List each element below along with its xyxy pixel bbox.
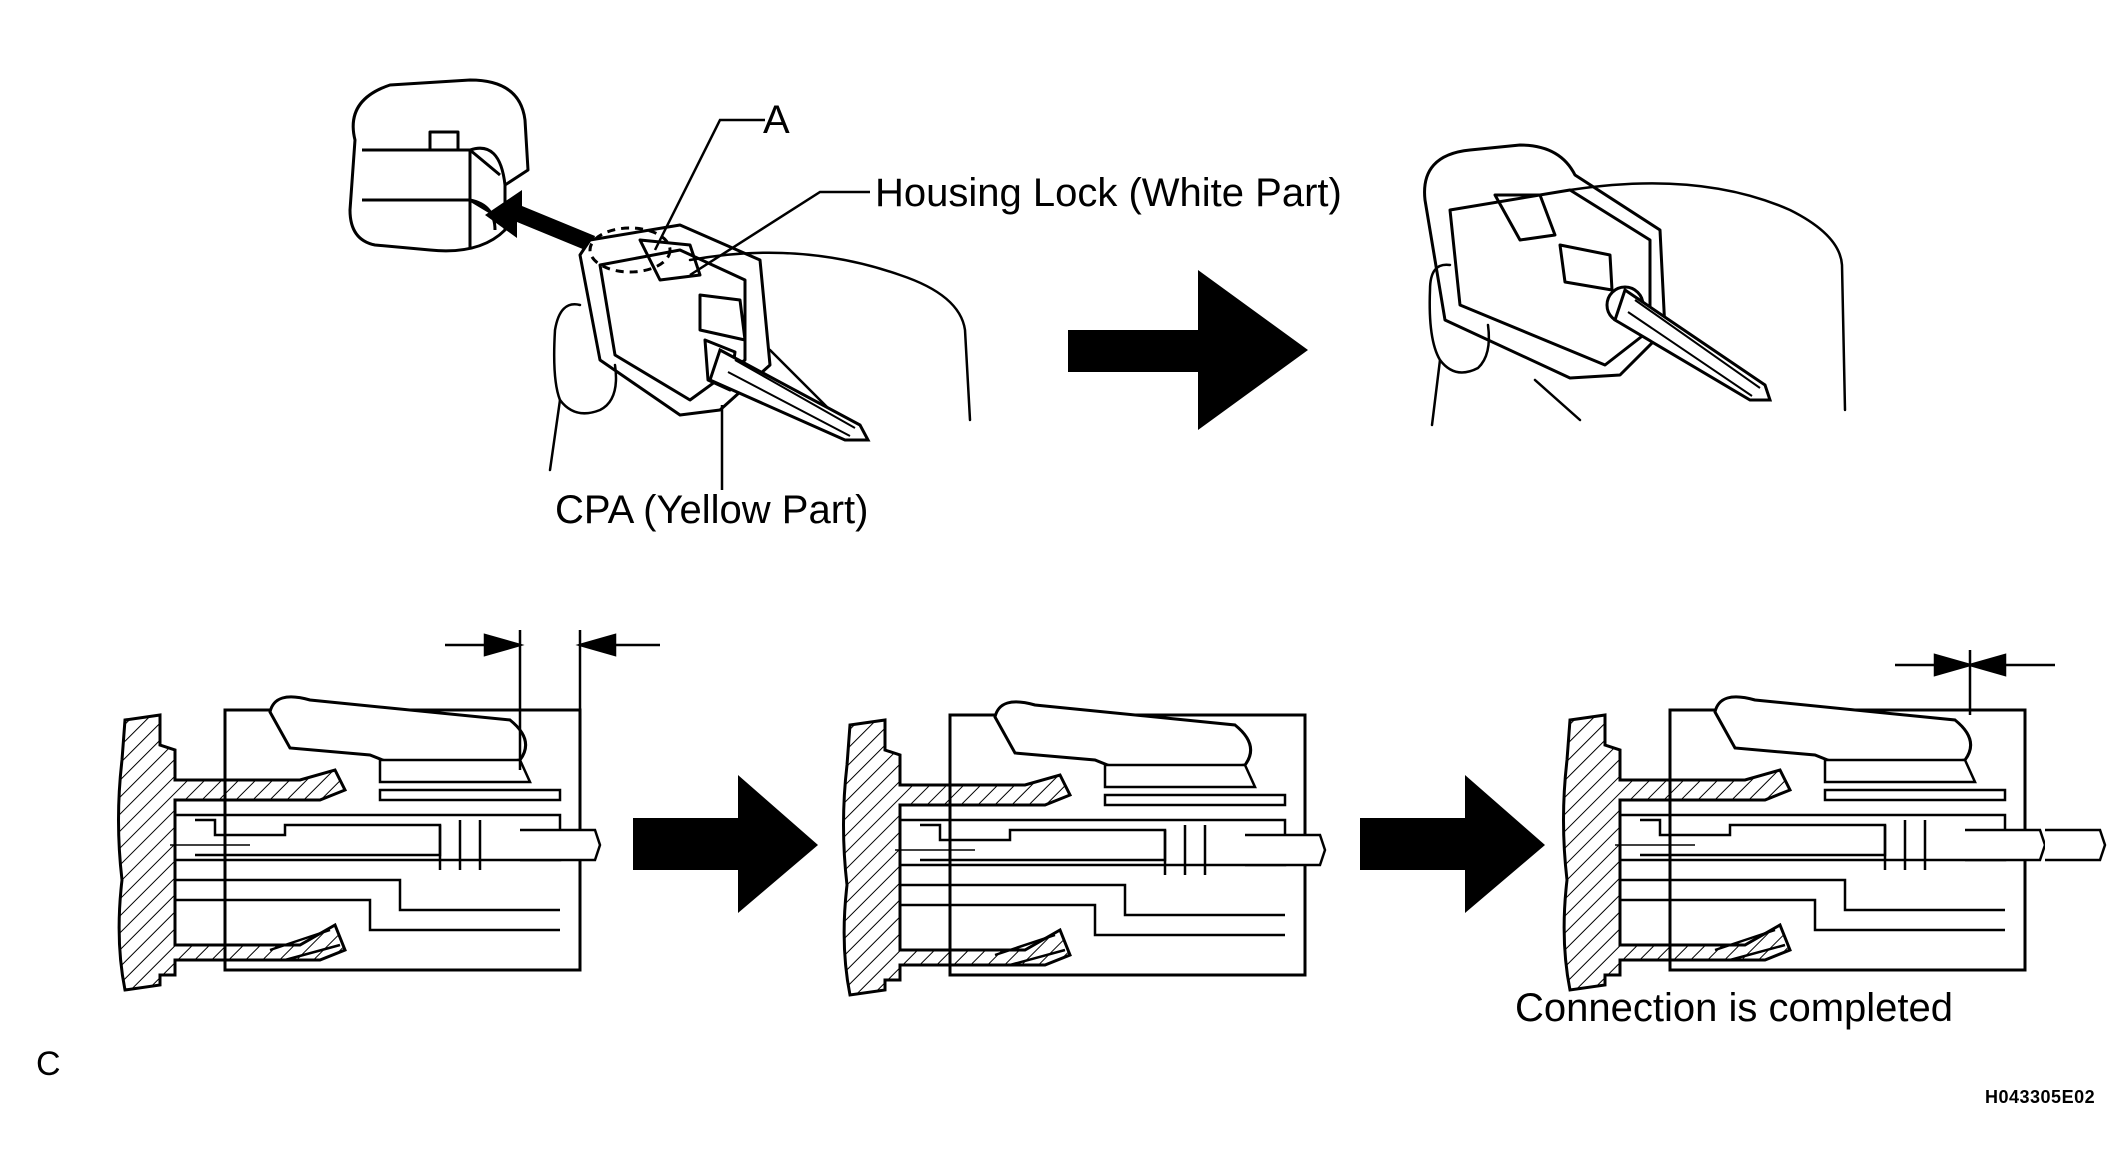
transition-arrow-bottom-2 [1360, 775, 1545, 913]
transition-arrow-top [1068, 270, 1308, 430]
dimension-gap-3 [1895, 650, 2055, 715]
connector-cross-section-2 [842, 700, 1327, 997]
wire-extended [2045, 828, 2107, 862]
cpa-label: CPA (Yellow Part) [555, 488, 869, 532]
callout-a-label: A [763, 98, 790, 142]
insertion-arrow [485, 190, 595, 252]
housing-lock-label: Housing Lock (White Part) [875, 171, 1342, 215]
figure-code-label: H043305E02 [1985, 1087, 2096, 1107]
leader-lines [653, 118, 870, 490]
dimension-gap-1 [445, 630, 660, 770]
connection-completed-label: Connection is completed [1515, 986, 1954, 1030]
wire-harness-left [708, 347, 871, 442]
hand-right [1428, 182, 1847, 427]
connector-cross-section [117, 695, 602, 992]
transition-arrow-bottom-1 [633, 775, 818, 913]
connector-connected [1423, 143, 1667, 380]
mating-connector [348, 78, 530, 253]
connector-cross-section-3 [1562, 695, 2047, 992]
wire-harness-right [1613, 287, 1773, 402]
view-letter-label: C [36, 1045, 61, 1083]
